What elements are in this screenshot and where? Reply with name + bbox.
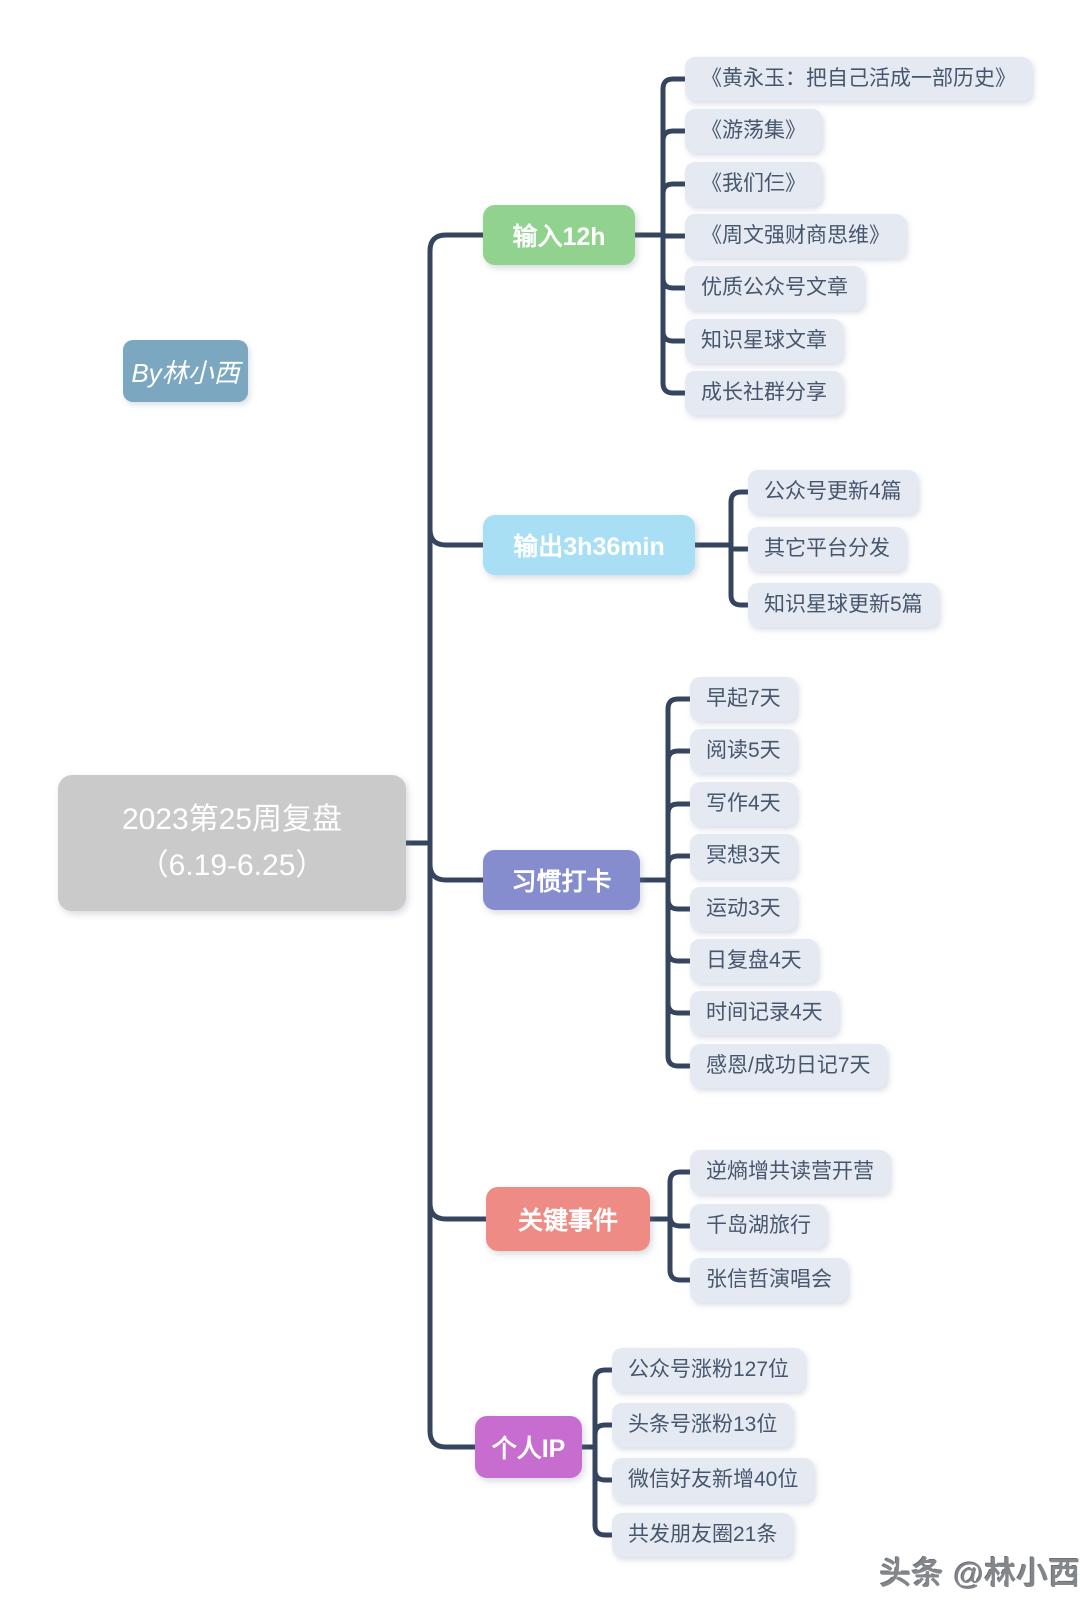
root-title-line1: 2023第25周复盘 xyxy=(121,803,343,836)
leaf-node[interactable]: 感恩/成功日记7天 xyxy=(690,1044,887,1088)
leaf-node[interactable]: 《我们仨》 xyxy=(685,162,822,206)
connector-path xyxy=(403,76,751,1538)
leaf-node[interactable]: 写作4天 xyxy=(690,782,797,826)
root-node[interactable]: 2023第25周复盘 （6.19-6.25） xyxy=(58,775,406,911)
leaf-node[interactable]: 优质公众号文章 xyxy=(685,266,864,310)
branch-node-3[interactable]: 关键事件 xyxy=(486,1187,650,1251)
leaf-node[interactable]: 头条号涨粉13位 xyxy=(612,1403,794,1447)
branch-node-4[interactable]: 个人IP xyxy=(475,1416,582,1478)
leaf-node[interactable]: 其它平台分发 xyxy=(748,527,906,571)
leaf-node[interactable]: 时间记录4天 xyxy=(690,991,839,1035)
leaf-node[interactable]: 《周文强财商思维》 xyxy=(685,214,906,258)
author-badge[interactable]: By林小西 xyxy=(123,340,248,402)
leaf-node[interactable]: 早起7天 xyxy=(690,677,797,721)
toutiao-watermark: 头条 @林小西 xyxy=(880,1556,1080,1591)
leaf-node[interactable]: 公众号更新4篇 xyxy=(748,470,918,514)
leaf-node[interactable]: 《黄永玉：把自己活成一部历史》 xyxy=(685,57,1032,101)
branch-node-1[interactable]: 输出3h36min xyxy=(483,515,695,575)
leaf-node[interactable]: 共发朋友圈21条 xyxy=(612,1513,794,1557)
leaf-node[interactable]: 千岛湖旅行 xyxy=(690,1204,827,1248)
leaf-node[interactable]: 《游荡集》 xyxy=(685,109,822,153)
leaf-node[interactable]: 微信好友新增40位 xyxy=(612,1458,815,1502)
leaf-node[interactable]: 张信哲演唱会 xyxy=(690,1258,848,1302)
leaf-node[interactable]: 运动3天 xyxy=(690,887,797,931)
leaf-node[interactable]: 逆熵增共读营开营 xyxy=(690,1150,890,1194)
leaf-node[interactable]: 冥想3天 xyxy=(690,834,797,878)
branch-node-0[interactable]: 输入12h xyxy=(483,205,635,265)
branch-node-2[interactable]: 习惯打卡 xyxy=(483,850,640,910)
leaf-node[interactable]: 知识星球文章 xyxy=(685,319,843,363)
leaf-node[interactable]: 日复盘4天 xyxy=(690,939,818,983)
root-title-line2: （6.19-6.25） xyxy=(138,849,326,882)
leaf-node[interactable]: 知识星球更新5篇 xyxy=(748,583,939,627)
leaf-node[interactable]: 成长社群分享 xyxy=(685,371,843,415)
leaf-node[interactable]: 阅读5天 xyxy=(690,729,797,773)
leaf-node[interactable]: 公众号涨粉127位 xyxy=(612,1348,806,1392)
